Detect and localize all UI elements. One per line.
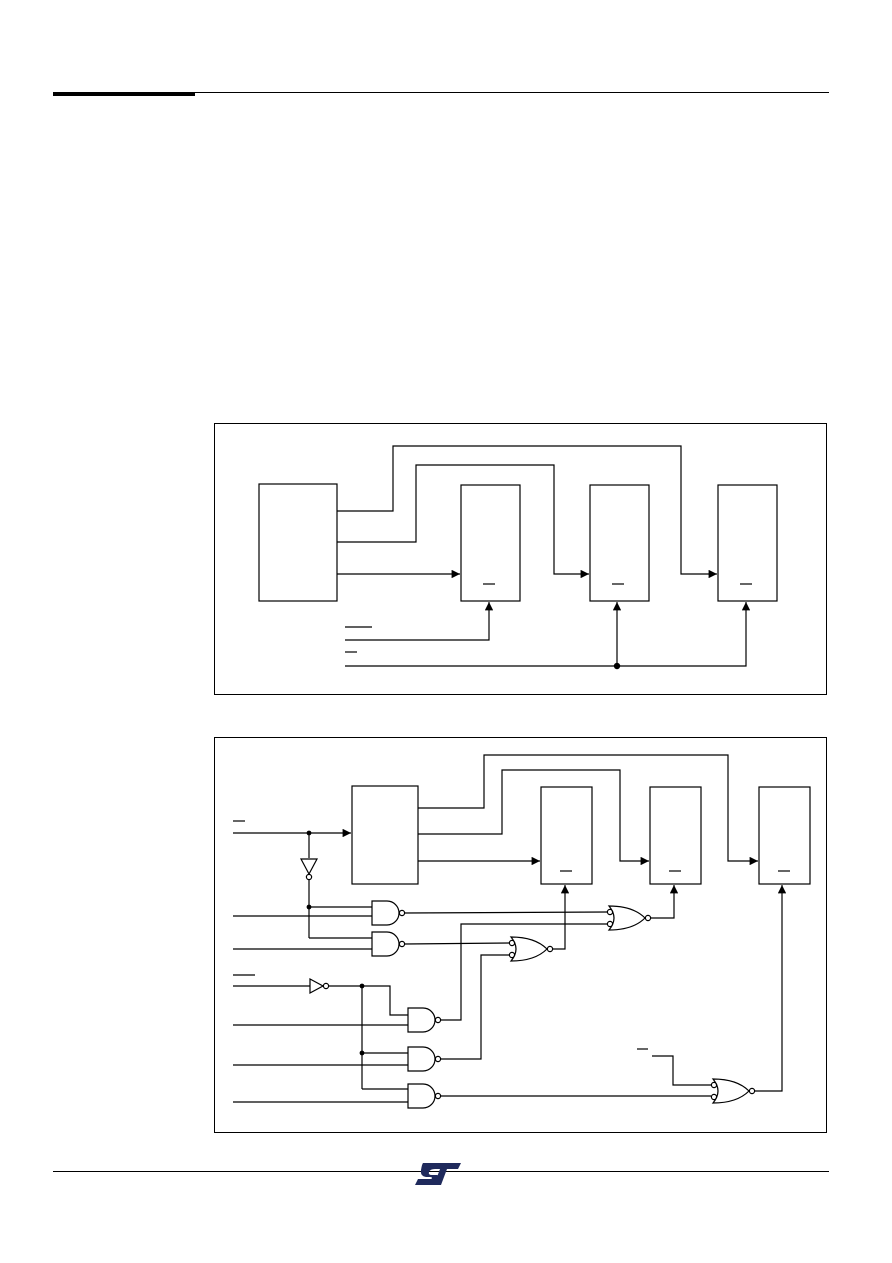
or-gate-b — [509, 936, 548, 962]
controller-block — [258, 483, 338, 602]
figure-1-diagram — [214, 423, 827, 695]
wire-to-device-2 — [418, 769, 649, 866]
device-block-1 — [460, 484, 521, 602]
or-gate-a — [607, 905, 646, 931]
wire-to-device-2 — [337, 464, 589, 579]
wire-shared-device-2-3 — [345, 602, 751, 667]
st-logo — [413, 1161, 465, 1192]
figure-2-svg — [233, 754, 811, 1109]
inverter-right — [309, 977, 325, 995]
and-gate-1 — [371, 900, 400, 926]
controller-block — [351, 785, 419, 885]
wire-to-device-3 — [418, 754, 758, 866]
device-block-3 — [758, 786, 811, 885]
and-gate-2 — [371, 931, 400, 957]
figure-2-diagram — [214, 737, 827, 1133]
nand-gate-3 — [407, 1083, 436, 1109]
header-rule — [53, 92, 829, 93]
device-block-2 — [649, 786, 702, 885]
device-block-2 — [589, 484, 650, 602]
or-gate-c — [711, 1078, 750, 1104]
device-block-3 — [717, 484, 778, 602]
wire-to-device-3 — [337, 445, 717, 579]
header-accent-bar — [53, 92, 195, 96]
figure-1-svg — [258, 445, 778, 670]
junction-dot — [613, 662, 621, 670]
nand-gate-2 — [407, 1046, 436, 1072]
inverter-down — [300, 858, 318, 876]
nand-gate-1 — [407, 1007, 436, 1033]
device-block-1 — [540, 786, 593, 885]
wire-enable-device-1 — [345, 602, 494, 641]
